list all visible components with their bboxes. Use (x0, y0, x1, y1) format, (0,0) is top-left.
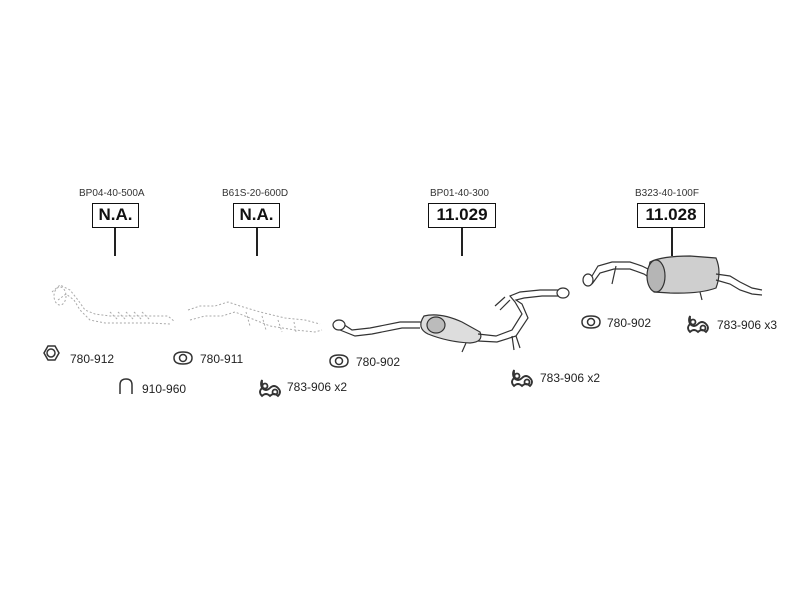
part-ref-label: B323-40-100F (635, 188, 699, 199)
middle-pipe-part[interactable] (332, 287, 570, 353)
gasket-oval-icon-3[interactable] (581, 315, 601, 329)
rubber-hanger-icon-3[interactable] (687, 315, 709, 334)
part-code-box[interactable]: 11.029 (428, 203, 496, 228)
rubber-hanger-icon[interactable] (259, 379, 281, 398)
accessory-label: 783-906 x3 (717, 318, 778, 332)
accessory-label: 780-911 (200, 352, 244, 366)
leader-line (114, 228, 116, 256)
rear-muffler-part[interactable] (582, 255, 763, 301)
accessory-label: 783-906 x2 (287, 380, 348, 394)
gasket-oval-icon-2[interactable] (329, 354, 349, 368)
front-pipe-part[interactable] (51, 284, 176, 325)
gasket-icon[interactable] (43, 345, 60, 361)
part-code-box[interactable]: 11.028 (637, 203, 705, 228)
rubber-hanger-icon-2[interactable] (511, 369, 533, 388)
u-clamp-icon[interactable] (119, 378, 133, 394)
accessory-label: 780-902 (356, 355, 401, 369)
accessory-label: 780-902 (607, 316, 652, 330)
part-ref-label: BP01-40-300 (430, 188, 489, 199)
accessory-label: 910-960 (142, 382, 187, 396)
catalyst-part[interactable] (187, 301, 323, 333)
part-code-box[interactable]: N.A. (92, 203, 139, 228)
accessory-label: 780-912 (70, 352, 115, 366)
leader-line (671, 228, 673, 256)
leader-line (461, 228, 463, 256)
part-ref-label: B61S-20-600D (222, 188, 289, 199)
gasket-oval-icon[interactable] (173, 351, 193, 365)
part-ref-label: BP04-40-500A (79, 188, 145, 199)
accessory-label: 783-906 x2 (540, 371, 601, 385)
part-code-box[interactable]: N.A. (233, 203, 280, 228)
leader-line (256, 228, 258, 256)
